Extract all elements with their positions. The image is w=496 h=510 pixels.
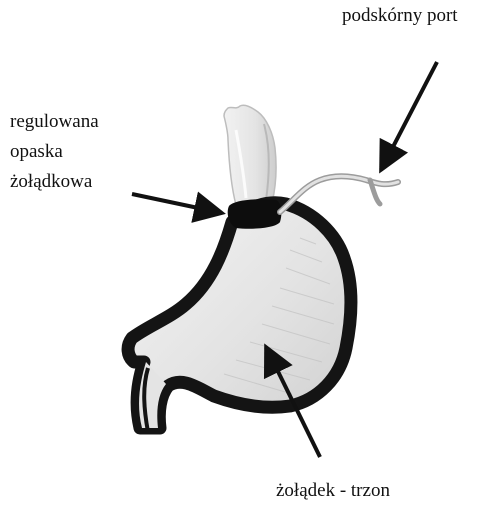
band-label-line-2: opaska [10, 137, 99, 167]
arrow-port [381, 62, 437, 170]
band-label-line-3: żołądkowa [10, 167, 99, 197]
band-label-line-1: regulowana [10, 107, 99, 137]
band-label: regulowana opaska żołądkowa [10, 107, 99, 197]
port-label: podskórny port [342, 4, 458, 28]
stomach-body-label: żołądek - trzon [276, 479, 390, 503]
stomach-outline [128, 203, 351, 428]
arrow-band [132, 194, 222, 213]
gastric-band [228, 199, 282, 229]
